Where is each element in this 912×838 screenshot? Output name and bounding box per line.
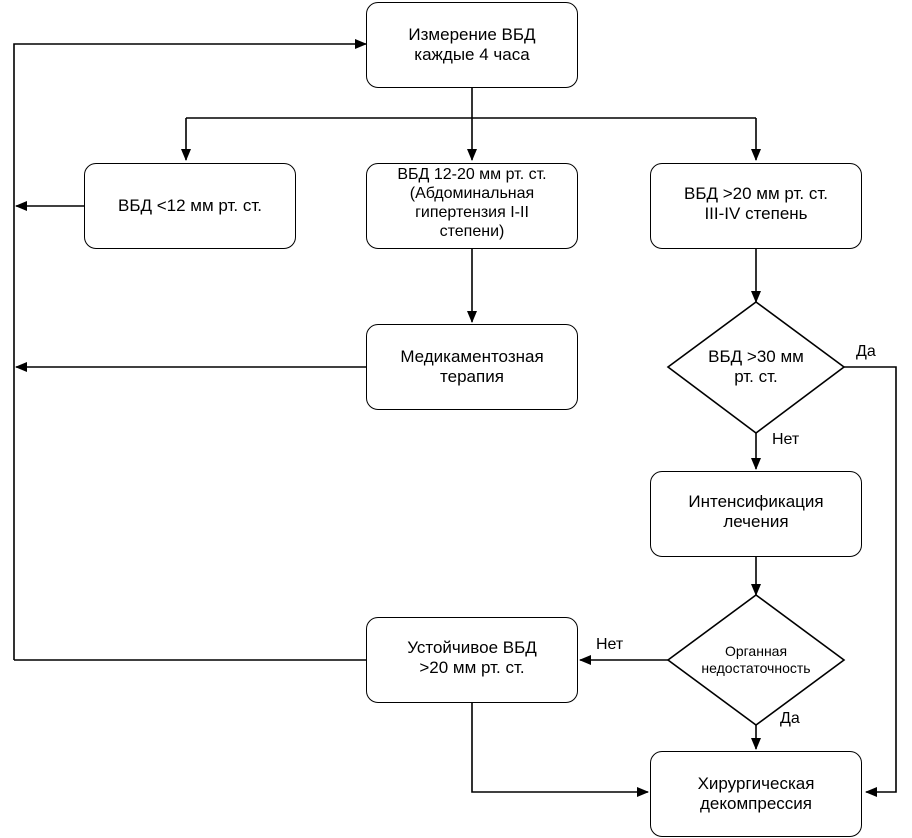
mid-box: ВБД 12-20 мм рт. ст. (Абдоминальная гипе… [366,163,578,249]
persistent-line-2: >20 мм рт. ст. [419,658,525,678]
mid-line-3: гипертензия I-II [415,203,529,221]
medication-box: Медикаментозная терапия [366,324,578,410]
check30-yes-arrow [844,366,897,797]
check30-line-1: ВБД >30 мм [708,346,804,366]
organ-text: Органная недостаточность [672,637,840,683]
loop-to-start-arrow [13,39,367,660]
persistent-to-surgery-arrow [471,703,649,797]
high-line-2: III-IV степень [704,204,808,224]
low-box: ВБД <12 мм рт. ст. [84,163,296,249]
persistent-line-1: Устойчивое ВБД [407,638,537,657]
check30-text: ВБД >30 мм рт. ст. [676,342,836,392]
persistent-box: Устойчивое ВБД >20 мм рт. ст. [366,617,578,703]
check30-yes-label: Да [856,343,876,360]
high-box: ВБД >20 мм рт. ст. III-IV степень [650,163,862,249]
mid-line-2: (Абдоминальная [409,184,535,202]
intensify-line-1: Интенсификация [688,492,824,511]
organ-line-2: недостаточность [701,660,811,676]
surgery-line-1: Хирургическая [697,773,815,793]
low-line-1: ВБД <12 мм рт. ст. [118,195,262,215]
check30-line-2: рт. ст. [734,367,778,386]
organ-line-1: Органная [724,643,788,660]
surgery-line-2: декомпрессия [700,794,812,813]
medication-line-1: Медикаментозная [400,346,544,366]
intensify-box: Интенсификация лечения [650,471,862,557]
mid-line-4: степени) [439,222,505,240]
surgery-box: Хирургическая декомпрессия [650,751,862,837]
high-line-1: ВБД >20 мм рт. ст. [684,184,828,203]
start-line-2: каждые 4 часа [414,45,530,64]
start-box: Измерение ВБД каждые 4 часа [366,2,578,88]
start-line-1: Измерение ВБД [408,24,536,44]
check30-diamond [666,301,846,434]
intensify-line-2: лечения [723,512,789,532]
mid-line-1: ВБД 12-20 мм рт. ст. [397,166,547,183]
organ-no-label: Нет [596,636,624,653]
medication-line-2: терапия [440,367,504,386]
check30-no-label: Нет [772,431,800,448]
organ-yes-label: Да [780,710,800,727]
organ-diamond [666,594,846,726]
